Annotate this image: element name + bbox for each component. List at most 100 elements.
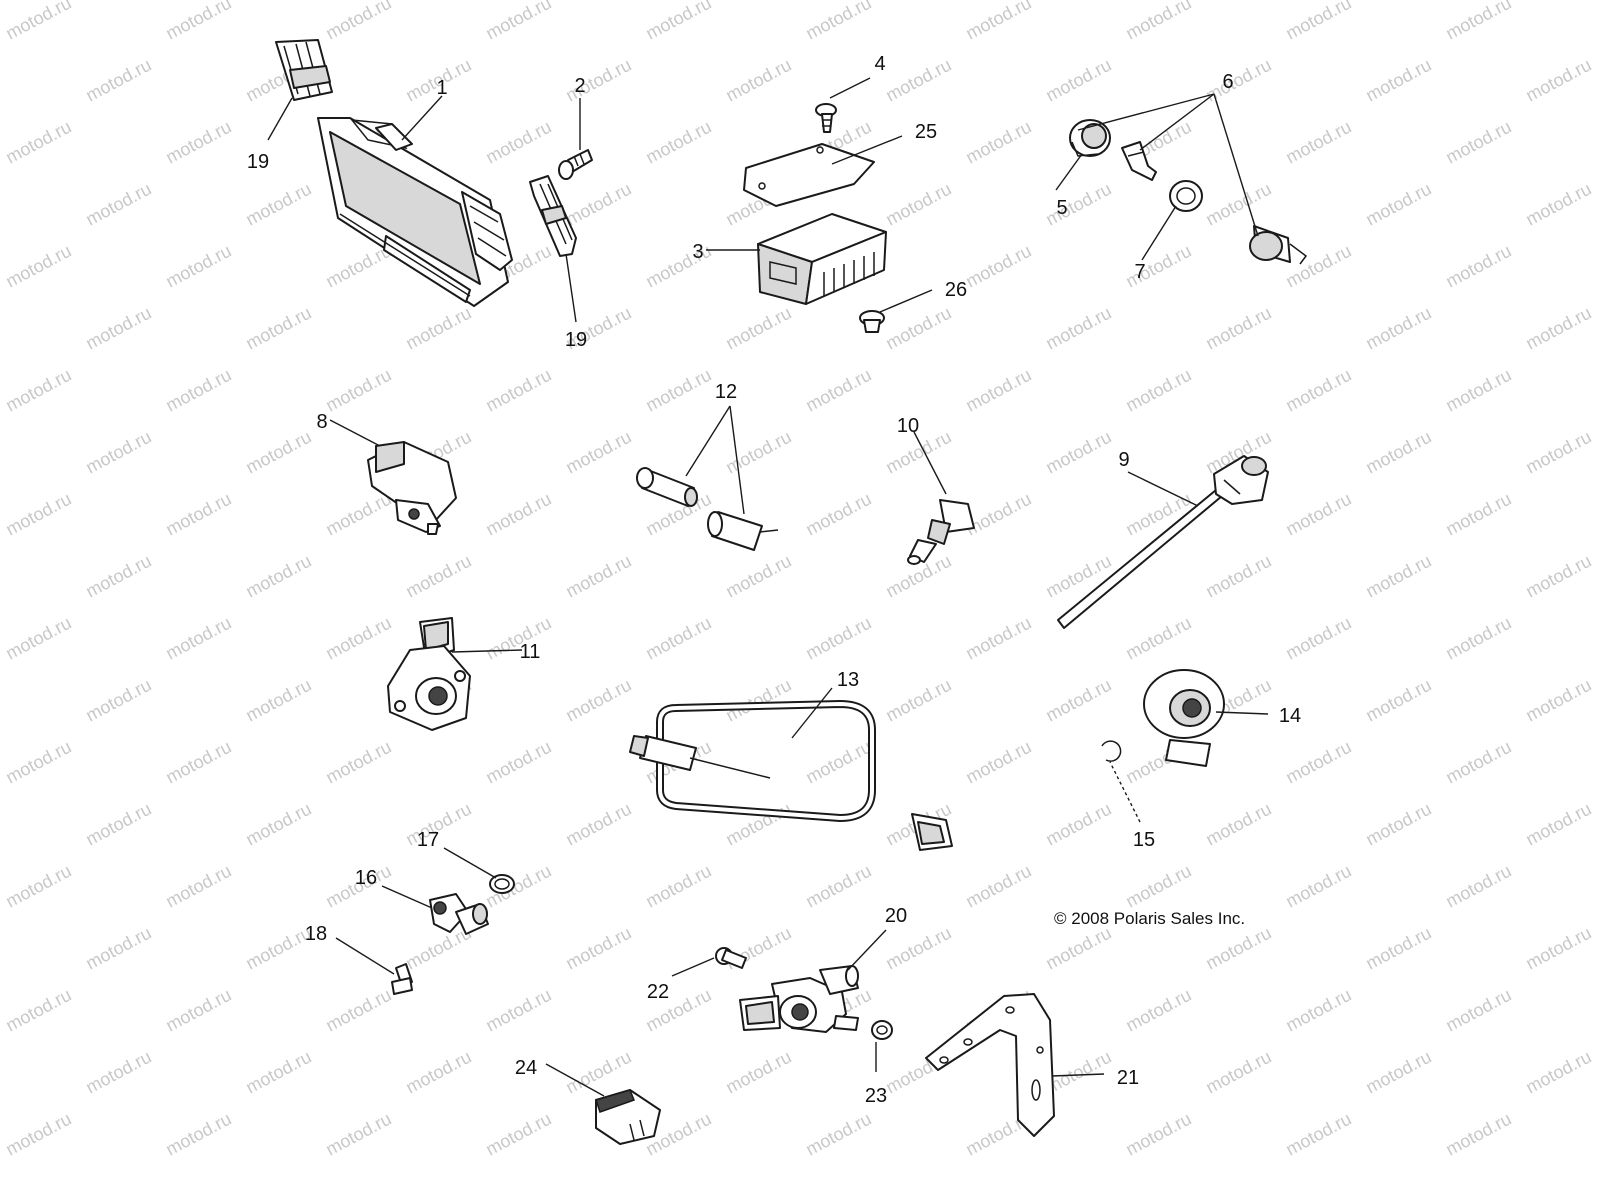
- washer-icon: [1169, 180, 1203, 212]
- watermark-text: motod.ru: [162, 613, 234, 664]
- watermark-text: motod.ru: [242, 799, 314, 850]
- watermark-text: motod.ru: [1362, 55, 1434, 106]
- nut-icon: [871, 1020, 893, 1040]
- watermark-text: motod.ru: [802, 861, 874, 912]
- watermark-text: motod.ru: [1202, 551, 1274, 602]
- watermark-text: motod.ru: [1042, 799, 1114, 850]
- clip-icon: [1101, 740, 1122, 762]
- watermark-text: motod.ru: [322, 1109, 394, 1160]
- watermark-text: motod.ru: [962, 0, 1034, 44]
- temperature-sender-icon: [907, 499, 975, 565]
- watermark-text: motod.ru: [242, 303, 314, 354]
- watermark-text: motod.ru: [82, 799, 154, 850]
- bolt-icon: [391, 963, 413, 995]
- bracket-icon: [529, 175, 577, 257]
- watermark-text: motod.ru: [1042, 55, 1114, 106]
- watermark-text: motod.ru: [1362, 179, 1434, 230]
- callout-13: 13: [837, 669, 859, 691]
- plug-icon: [859, 310, 885, 333]
- watermark-text: motod.ru: [322, 0, 394, 44]
- watermark-text: motod.ru: [1522, 427, 1594, 478]
- sensor-assembly-icon: [1121, 141, 1157, 181]
- watermark-text: motod.ru: [962, 241, 1034, 292]
- watermark-text: motod.ru: [1282, 0, 1354, 44]
- watermark-text: motod.ru: [162, 117, 234, 168]
- watermark-text: motod.ru: [82, 923, 154, 974]
- watermark-text: motod.ru: [882, 923, 954, 974]
- watermark-text: motod.ru: [722, 675, 794, 726]
- watermark-text: motod.ru: [2, 737, 74, 788]
- watermark-text: motod.ru: [162, 0, 234, 44]
- watermark-text: motod.ru: [482, 1109, 554, 1160]
- watermark-text: motod.ru: [1442, 861, 1514, 912]
- watermark-text: motod.ru: [1522, 179, 1594, 230]
- watermark-text: motod.ru: [1362, 799, 1434, 850]
- leader-lines: [267, 77, 1269, 1097]
- o-ring-icon: [489, 874, 515, 894]
- callout-4: 4: [874, 53, 885, 75]
- ecu-module-icon: [317, 117, 513, 307]
- callout-17: 17: [417, 829, 439, 851]
- watermark-text: motod.ru: [82, 179, 154, 230]
- watermark-text: motod.ru: [402, 551, 474, 602]
- watermark-text: motod.ru: [1442, 365, 1514, 416]
- watermark-text: motod.ru: [1522, 55, 1594, 106]
- watermark-text: motod.ru: [1442, 489, 1514, 540]
- watermark-text: motod.ru: [322, 985, 394, 1036]
- watermark-text: motod.ru: [1442, 0, 1514, 44]
- watermark-text: motod.ru: [802, 737, 874, 788]
- callout-6: 6: [1222, 71, 1233, 93]
- grommet-icon: [1069, 119, 1111, 157]
- watermark-text: motod.ru: [322, 613, 394, 664]
- watermark-text: motod.ru: [1282, 1109, 1354, 1160]
- watermark-text: motod.ru: [1122, 241, 1194, 292]
- watermark-text: motod.ru: [1202, 1047, 1274, 1098]
- watermark-text: motod.ru: [962, 489, 1034, 540]
- watermark-text: motod.ru: [802, 489, 874, 540]
- watermark-text: motod.ru: [642, 861, 714, 912]
- watermark-text: motod.ru: [642, 0, 714, 44]
- watermark-text: motod.ru: [1362, 1047, 1434, 1098]
- callout-24: 24: [515, 1057, 537, 1079]
- watermark-text: motod.ru: [562, 427, 634, 478]
- watermark-text: motod.ru: [482, 737, 554, 788]
- watermark-text: motod.ru: [82, 675, 154, 726]
- watermark-text: motod.ru: [242, 427, 314, 478]
- watermark-text: motod.ru: [962, 737, 1034, 788]
- watermark-text: motod.ru: [722, 1047, 794, 1098]
- watermark-text: motod.ru: [82, 427, 154, 478]
- watermark-text: motod.ru: [962, 613, 1034, 664]
- watermark-text: motod.ru: [242, 675, 314, 726]
- temperature-probe-icon: [1057, 455, 1269, 629]
- watermark-text: motod.ru: [1442, 985, 1514, 1036]
- watermark-text: motod.ru: [1042, 179, 1114, 230]
- watermark-text: motod.ru: [322, 489, 394, 540]
- watermark-text: motod.ru: [1282, 489, 1354, 540]
- watermark-text: motod.ru: [1362, 923, 1434, 974]
- watermark-text: motod.ru: [562, 799, 634, 850]
- callout-20: 20: [885, 905, 907, 927]
- watermark-text: motod.ru: [1202, 799, 1274, 850]
- callout-3: 3: [692, 241, 703, 263]
- callout-labels: 1 2 3 4 5 6 7 8 9 10 11 12 13 14 15 16 1…: [247, 53, 1301, 1107]
- callout-26: 26: [945, 279, 967, 301]
- watermark-text: motod.ru: [562, 923, 634, 974]
- watermark-text: motod.ru: [1122, 985, 1194, 1036]
- watermark-text: motod.ru: [962, 365, 1034, 416]
- callout-23: 23: [865, 1085, 887, 1107]
- watermark-text: motod.ru: [1522, 551, 1594, 602]
- watermark-text: motod.ru: [1282, 861, 1354, 912]
- watermark-text: motod.ru: [1282, 117, 1354, 168]
- watermark-text: motod.ru: [162, 489, 234, 540]
- callout-10: 10: [897, 415, 919, 437]
- screw-icon: [815, 103, 837, 133]
- knock-sensor-icon: [1143, 669, 1225, 767]
- watermark-text: motod.ru: [802, 365, 874, 416]
- callout-22: 22: [647, 981, 669, 1003]
- copyright-notice: © 2008 Polaris Sales Inc.: [1054, 909, 1245, 928]
- mounting-bracket-icon: [925, 993, 1055, 1137]
- callout-2: 2: [574, 75, 585, 97]
- watermark-text: motod.ru: [1442, 1109, 1514, 1160]
- watermark-text: motod.ru: [1042, 675, 1114, 726]
